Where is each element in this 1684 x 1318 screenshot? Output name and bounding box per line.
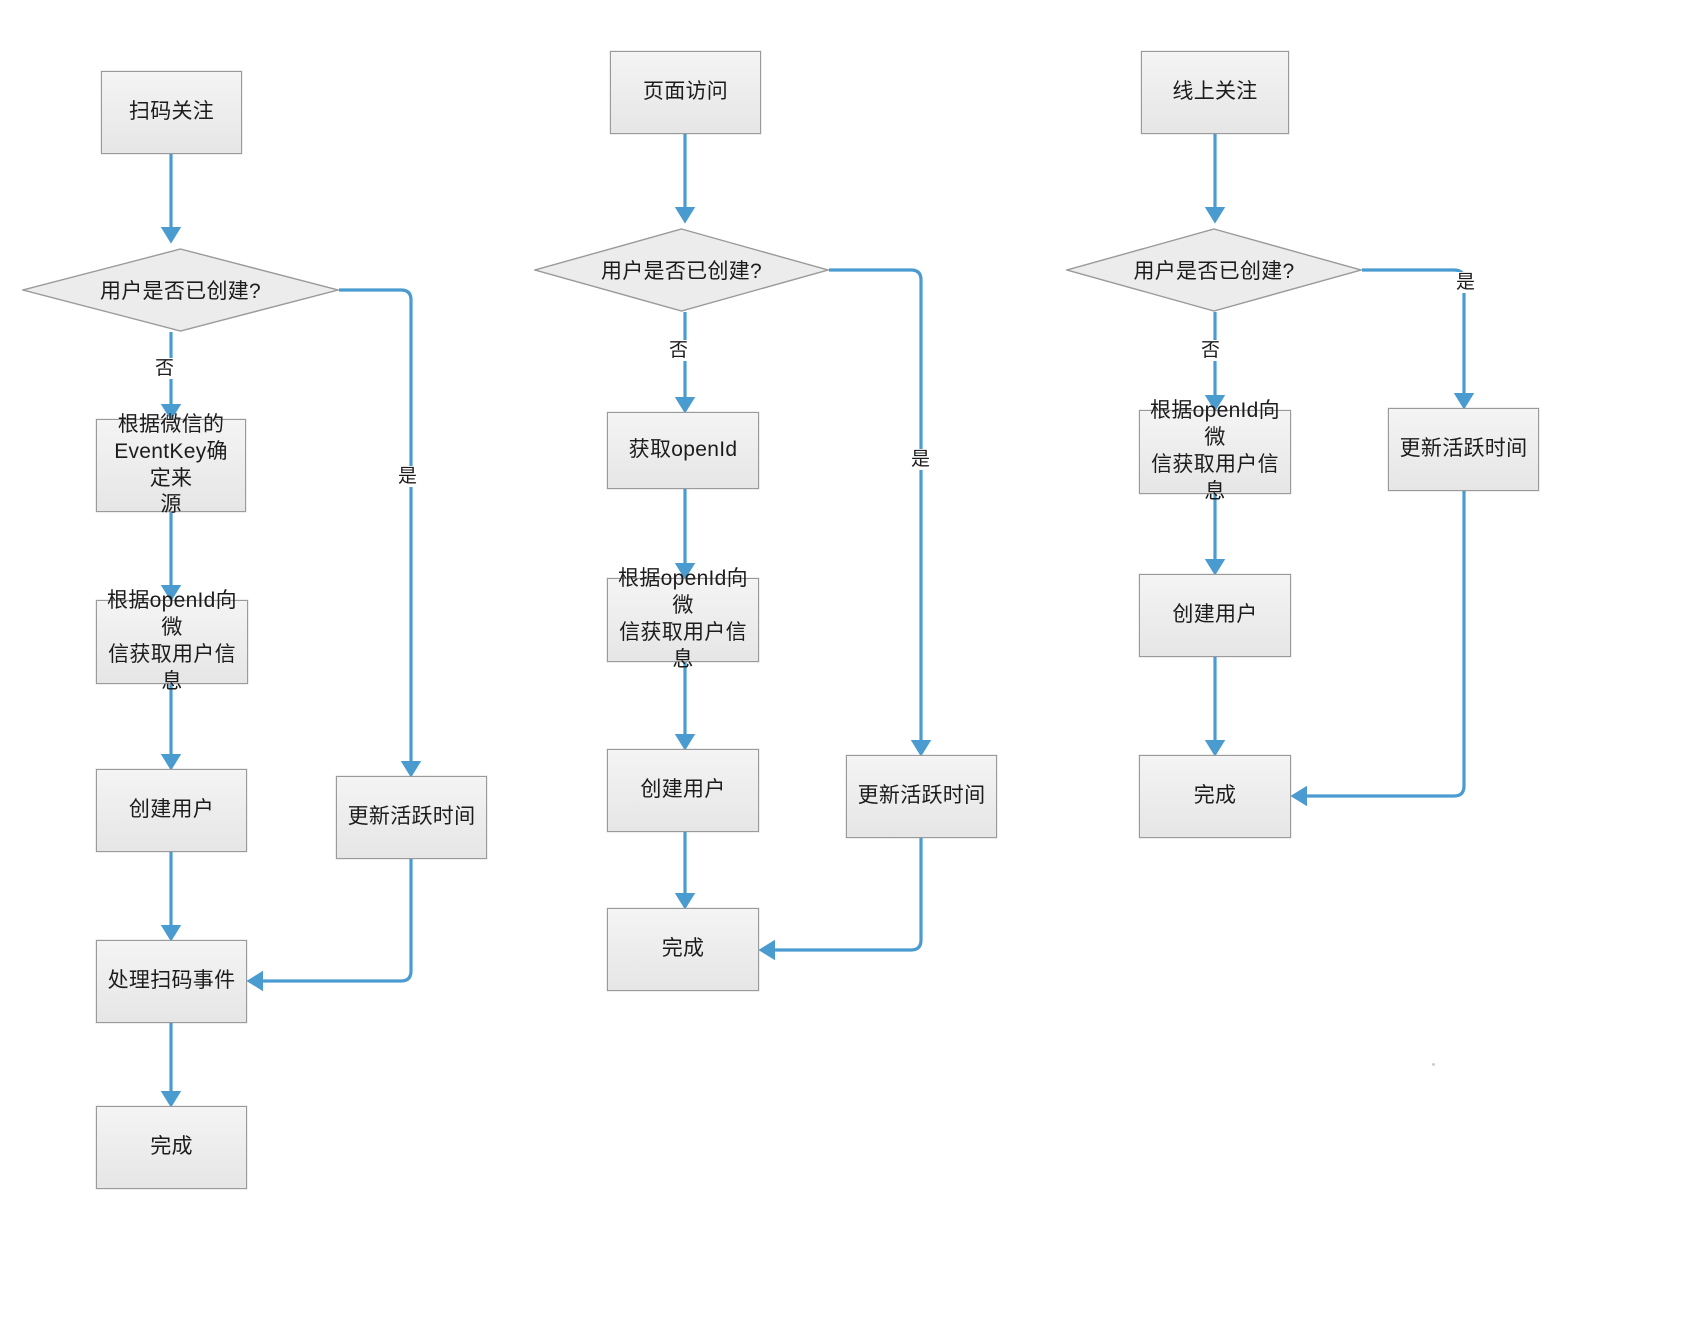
flow-edge xyxy=(758,838,923,961)
node-label: 扫码关注 xyxy=(128,100,215,124)
process-node[interactable]: 根据openId向微 信获取用户信息 xyxy=(607,567,759,671)
diamond-shape xyxy=(534,228,829,312)
edge-label-yes: 是 xyxy=(908,449,934,470)
node-label: 完成 xyxy=(1193,784,1237,808)
diamond-shape xyxy=(1066,228,1362,312)
node-label: 获取openId xyxy=(628,438,738,462)
node-label: 根据openId向微 信获取用户信息 xyxy=(618,567,748,671)
flow-edge xyxy=(1290,491,1466,807)
stray-dot xyxy=(1432,1063,1435,1066)
node-label: 根据openId向微 信获取用户信息 xyxy=(1150,399,1280,503)
node-label: 完成 xyxy=(661,937,705,961)
edge-label-no: 否 xyxy=(152,358,178,379)
node-label: 完成 xyxy=(150,1135,193,1159)
flow-edge xyxy=(339,288,422,778)
process-node[interactable]: 根据微信的 EventKey确定来 源 xyxy=(96,413,246,516)
process-node[interactable]: 获取openId xyxy=(607,412,759,489)
node-label: 页面访问 xyxy=(642,80,729,104)
node-label: 根据微信的 EventKey确定来 源 xyxy=(114,412,228,517)
process-node[interactable]: 完成 xyxy=(96,1106,247,1189)
process-node[interactable]: 创建用户 xyxy=(96,769,247,852)
node-label: 用户是否已创建? xyxy=(1133,260,1295,283)
diamond-shape xyxy=(22,248,339,332)
process-node[interactable]: 根据openId向微 信获取用户信息 xyxy=(1139,399,1291,503)
process-node[interactable]: 更新活跃时间 xyxy=(1388,408,1539,491)
node-label: 根据openId向微 信获取用户信息 xyxy=(107,589,237,693)
node-label: 创建用户 xyxy=(640,778,726,802)
process-node[interactable]: 扫码关注 xyxy=(101,71,242,154)
process-node[interactable]: 页面访问 xyxy=(610,51,761,134)
process-node[interactable]: 完成 xyxy=(607,908,759,991)
node-label: 创建用户 xyxy=(1172,603,1258,627)
node-label: 更新活跃时间 xyxy=(1399,437,1528,461)
edge-label-no: 否 xyxy=(666,340,692,361)
process-node[interactable]: 创建用户 xyxy=(607,749,759,832)
edge-label-yes: 是 xyxy=(395,466,421,487)
flow-edge xyxy=(1362,268,1475,410)
edge-label-no: 否 xyxy=(1198,340,1224,361)
node-label: 更新活跃时间 xyxy=(857,784,986,808)
node-label: 创建用户 xyxy=(128,798,215,822)
flow-edge xyxy=(829,268,932,757)
flow-edge xyxy=(246,859,413,992)
process-node[interactable]: 创建用户 xyxy=(1139,574,1291,657)
edge-label-yes: 是 xyxy=(1453,272,1479,293)
process-node[interactable]: 更新活跃时间 xyxy=(336,776,487,859)
decision-node[interactable]: 用户是否已创建? xyxy=(1066,228,1362,312)
decision-node[interactable]: 用户是否已创建? xyxy=(22,248,339,332)
node-label: 线上关注 xyxy=(1172,80,1258,104)
node-label: 用户是否已创建? xyxy=(99,280,262,303)
decision-node[interactable]: 用户是否已创建? xyxy=(534,228,829,312)
process-node[interactable]: 完成 xyxy=(1139,755,1291,838)
process-node[interactable]: 根据openId向微 信获取用户信息 xyxy=(96,589,248,693)
node-label: 用户是否已创建? xyxy=(600,260,763,283)
process-node[interactable]: 处理扫码事件 xyxy=(96,940,247,1023)
node-label: 处理扫码事件 xyxy=(107,969,236,993)
node-label: 更新活跃时间 xyxy=(347,805,476,829)
process-node[interactable]: 更新活跃时间 xyxy=(846,755,997,838)
process-node[interactable]: 线上关注 xyxy=(1141,51,1289,134)
